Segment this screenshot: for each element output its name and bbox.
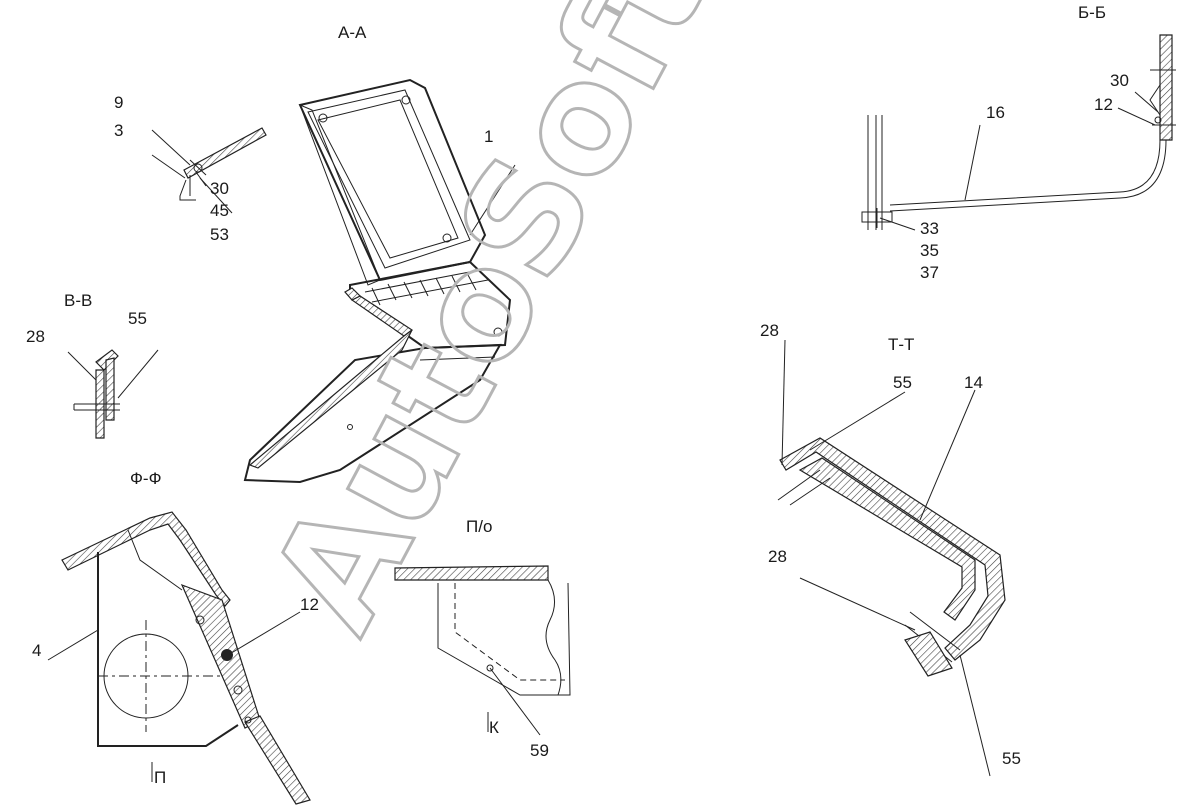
callout-14: 14 (964, 373, 983, 392)
section-title-vv: В-В (64, 291, 92, 310)
detail-po (394, 565, 571, 696)
callout-30-bb: 30 (1110, 71, 1129, 90)
callout-53: 53 (210, 225, 229, 244)
callout-45: 45 (210, 201, 229, 220)
callout-55-vv: 55 (128, 309, 147, 328)
callout-28-vv: 28 (26, 327, 45, 346)
detail-bb (861, 34, 1176, 230)
detail-tt (777, 437, 1006, 677)
watermark-logo: AutoSoft (238, 0, 742, 657)
section-title-aa: А-А (338, 23, 367, 42)
callout-12-ff: 12 (300, 595, 319, 614)
hood-assembly (243, 78, 512, 484)
callout-1: 1 (484, 127, 493, 146)
callout-3: 3 (114, 121, 123, 140)
section-title-po: П/о (466, 517, 492, 536)
section-title-ff: Ф-Ф (130, 469, 162, 488)
callout-59: 59 (530, 741, 549, 760)
detail-vv (73, 349, 120, 439)
callout-55-tt-top: 55 (893, 373, 912, 392)
callout-55-tt-bottom: 55 (1002, 749, 1021, 768)
callout-30: 30 (210, 179, 229, 198)
section-title-bb: Б-Б (1078, 3, 1106, 22)
section-title-tt: Т-Т (888, 335, 914, 354)
callout-9: 9 (114, 93, 123, 112)
vent-slots (364, 269, 489, 306)
callout-37: 37 (920, 263, 939, 282)
section-mark-p: П (154, 768, 166, 787)
leader-lines (47, 91, 1159, 782)
callout-4: 4 (32, 641, 41, 660)
callout-28-tt-top: 28 (760, 321, 779, 340)
callout-33: 33 (920, 219, 939, 238)
detail-ff (61, 511, 311, 805)
callout-35: 35 (920, 241, 939, 260)
section-mark-k: К (489, 718, 499, 737)
callout-12-bb: 12 (1094, 95, 1113, 114)
callout-28-tt-bottom: 28 (768, 547, 787, 566)
detail-upper-left (179, 127, 267, 201)
callout-16: 16 (986, 103, 1005, 122)
